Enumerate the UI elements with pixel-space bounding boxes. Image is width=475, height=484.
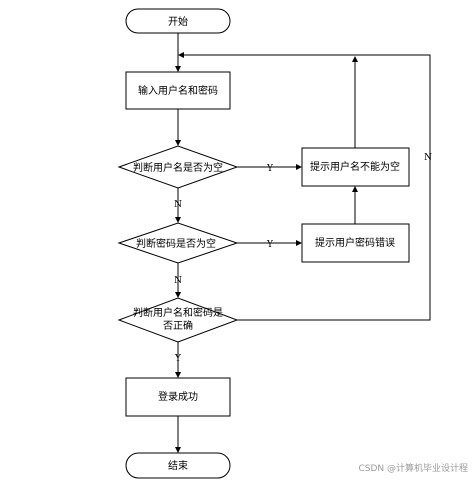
login-success-label: 登录成功 [158,390,198,403]
check-credentials-label-line2: 否正确 [163,319,193,332]
start-label: 开始 [168,15,188,28]
watermark-text: CSDN @计算机毕业设计程 [358,462,468,474]
arrow-credentials-yes [175,372,181,378]
prompt-password-label: 提示用户密码错误 [315,236,395,249]
label-password-yes: Y [266,240,274,250]
prompt-username-label: 提示用户名不能为空 [310,160,400,173]
arrow-username-no [175,217,181,223]
check-credentials-node [117,297,239,343]
login-success-node [125,377,231,417]
arrow-password-no [175,292,181,298]
check-password-label: 判断密码是否为空 [136,237,216,250]
input-node [125,71,231,110]
label-password-no: N [174,276,182,286]
edge-credentials-no-loop [184,54,431,321]
label-credentials-no: N [424,153,432,163]
arrow-username-yes [296,164,302,170]
input-label: 输入用户名和密码 [138,84,218,97]
arrow-success-to-end [175,447,181,453]
label-username-no: N [174,200,182,210]
arrow-prompt-username-up [352,56,358,62]
check-credentials-label-line1: 判断用户名和密码是 [133,306,223,319]
arrow-password-yes [296,240,302,246]
edges [175,33,431,453]
arrow-start-to-input [175,66,181,72]
end-label: 结束 [168,459,188,472]
label-username-yes: Y [266,164,274,174]
arrow-prompt-password-up [352,186,358,192]
arrow-input-to-check-username [175,140,181,146]
label-credentials-yes: Y [174,354,182,364]
check-username-label: 判断用户名是否为空 [133,161,223,174]
arrow-credentials-no-loop [178,52,184,58]
